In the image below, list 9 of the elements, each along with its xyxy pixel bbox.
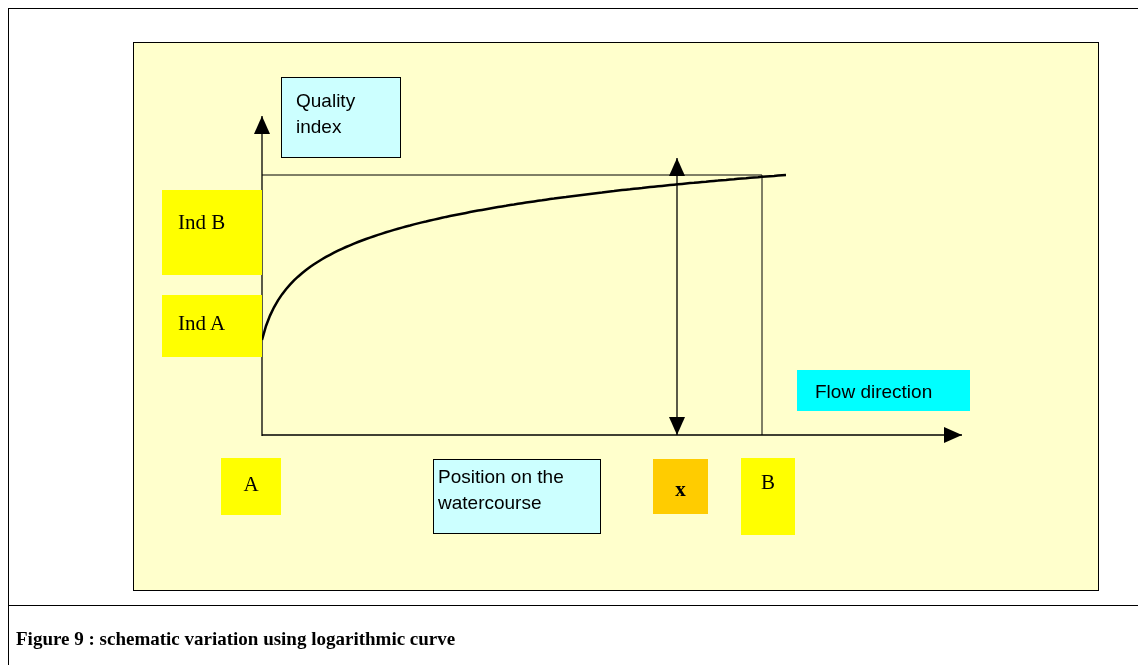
figure-caption: Figure 9 : schematic variation using logarithmic curve [16, 628, 456, 650]
axis-label: Position on the watercourse [433, 459, 601, 534]
axis-label: Quality index [281, 77, 401, 158]
indicator-label: Ind B [162, 190, 262, 275]
position-label: B [741, 458, 795, 535]
position-label: A [221, 458, 281, 515]
direction-label: Flow direction [797, 370, 970, 411]
point-label: x [653, 459, 708, 514]
indicator-label: Ind A [162, 295, 262, 357]
